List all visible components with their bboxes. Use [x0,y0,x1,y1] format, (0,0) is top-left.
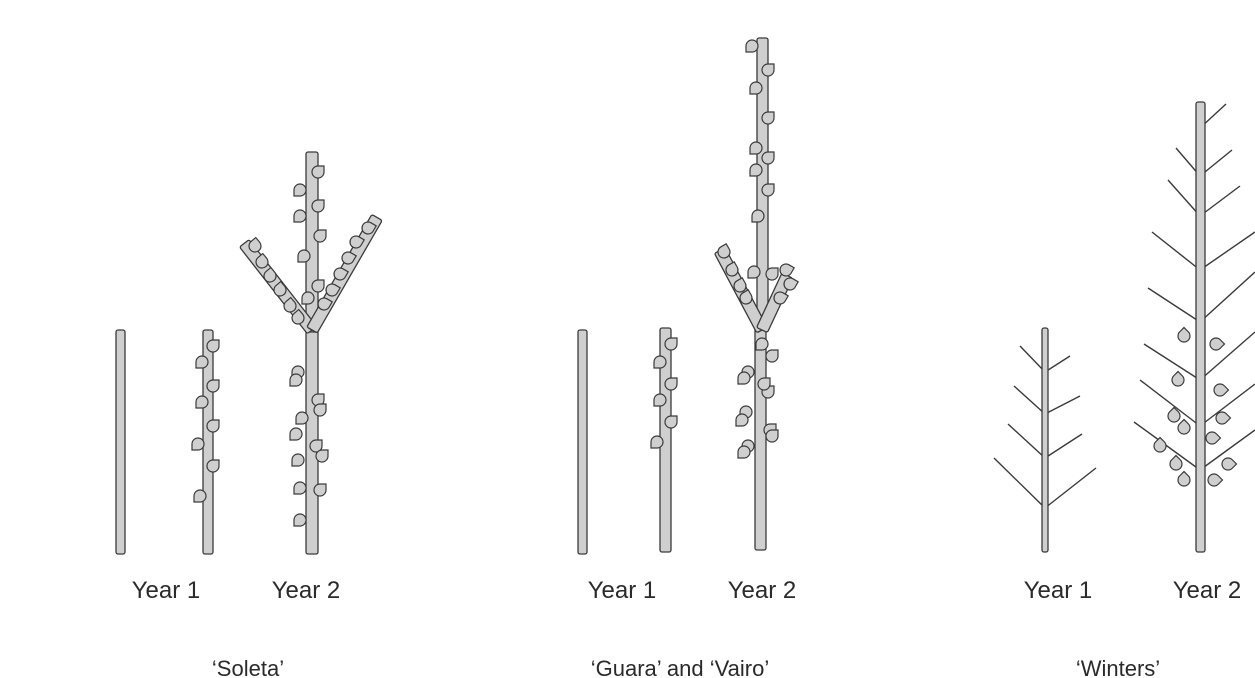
soleta-year1-budded-shoot [192,330,219,554]
flower-bud-icon [665,416,677,428]
flower-bud-icon [766,350,778,362]
flower-bud-icon [312,166,324,178]
soleta-caption: ‘Soleta’ [212,656,284,678]
panel-winters: Year 1 Year 2 ‘Winters’ [994,102,1255,678]
branchlet-line [1045,396,1080,414]
branchlet-line [1045,468,1096,508]
flower-bud-icon [316,450,328,462]
flower-bud-icon [207,420,219,432]
flower-bud-icon [207,380,219,392]
flower-bud-icon [196,396,208,408]
branchlet-line [1148,288,1200,322]
flower-bud-icon [746,40,758,52]
guara-year1-plain-shoot [578,330,587,554]
guara-vairo-caption: ‘Guara’ and ‘Vairo’ [591,656,770,678]
flower-bud-icon [294,514,306,526]
flower-bud-icon [192,438,204,450]
flower-bud-icon [665,378,677,390]
flower-bud-icon [194,490,206,502]
flower-bud-icon [312,280,324,292]
flower-bud-icon [654,394,666,406]
flower-bud-icon [302,292,314,304]
flower-bud-icon [750,82,762,94]
flower-bud-icon [752,210,764,222]
branchlet-line [1144,344,1200,380]
flower-bud-icon [312,200,324,212]
flower-bud-icon [290,428,302,440]
flower-bud-icon [294,184,306,196]
panel-guara-vairo: Year 1 Year 2 ‘Guara’ and ‘Vairo’ [578,38,798,678]
soleta-year1-label: Year 1 [132,577,201,604]
guara-year2-label: Year 2 [728,577,797,604]
branchlet-line [1152,232,1200,270]
guara-year1-label: Year 1 [588,577,657,604]
flower-bud-icon [207,460,219,472]
flower-bud-icon [294,482,306,494]
flower-bud-icon [1208,336,1225,353]
soleta-year2-tree [240,152,383,554]
flower-bud-icon [1152,438,1169,455]
flower-bud-icon [762,64,774,76]
flower-bud-icon [750,142,762,154]
flower-bud-icon [290,374,302,386]
flower-bud-icon [738,446,750,458]
soleta-year1-plain-shoot [116,330,125,554]
flower-bud-icon [314,404,326,416]
guara-year2-tree [714,38,798,550]
flower-bud-icon [758,378,770,390]
flower-bud-icon [314,230,326,242]
flower-bud-icon [762,184,774,196]
flower-bud-icon [1176,420,1193,437]
branchlet-line [1045,434,1082,458]
soleta-year2-label: Year 2 [272,577,341,604]
flower-bud-icon [1168,456,1185,473]
flower-bud-icon [654,356,666,368]
flower-bud-icon [762,112,774,124]
flower-bud-icon [1176,328,1193,345]
winters-year1-tree [994,328,1096,552]
winters-year2-branchlets [1134,104,1255,470]
winters-year1-label: Year 1 [1024,577,1093,604]
panel-soleta: Year 1 Year 2 ‘Soleta’ [116,152,382,678]
flower-bud-icon [1170,372,1187,389]
flower-bud-icon [314,484,326,496]
flower-bud-icon [207,340,219,352]
flower-bud-icon [196,356,208,368]
flower-bud-icon [762,152,774,164]
flower-bud-icon [736,414,748,426]
branchlet-line [1200,186,1240,216]
flower-bud-icon [766,268,778,280]
flower-bud-icon [748,266,760,278]
flower-bud-icon [1214,410,1231,427]
flower-bud-icon [296,412,308,424]
flower-bud-icon [1176,472,1193,489]
flower-bud-icon [651,436,663,448]
flower-bud-icon [665,338,677,350]
flower-bud-icon [1212,382,1229,399]
branchlet-line [1200,232,1255,270]
flower-bud-icon [292,454,304,466]
flower-bud-icon [298,250,310,262]
flower-bud-icon [1220,456,1237,473]
flower-bud-icon [750,164,762,176]
flower-bud-icon [738,372,750,384]
branchlet-line [1020,346,1045,372]
flower-bud-icon [1204,430,1221,447]
winters-year2-label: Year 2 [1173,577,1242,604]
flower-bud-icon [294,210,306,222]
winters-year2-tree [1134,102,1255,552]
flower-bud-icon [756,338,768,350]
flower-bud-icon [1206,472,1223,489]
branchlet-line [1168,180,1200,216]
flower-bud-icon [766,430,778,442]
branchlet-line [994,458,1045,508]
branchlet-line [1014,386,1045,414]
branchlet-line [1200,272,1255,322]
guara-year1-budded-shoot [651,328,677,552]
branchlet-line [1045,356,1070,372]
winters-caption: ‘Winters’ [1076,656,1160,678]
branchlet-line [1008,424,1045,458]
branchlet-line [1200,332,1255,380]
